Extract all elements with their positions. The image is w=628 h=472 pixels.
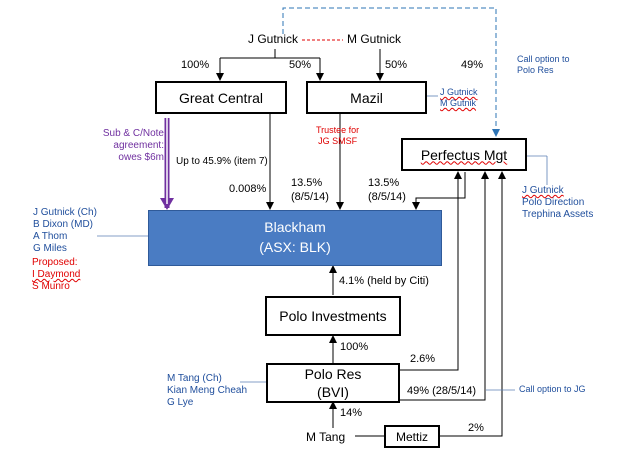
- box-mettiz: Mettiz: [384, 425, 440, 448]
- arrow-polo-res-perfectus-49: [400, 171, 489, 401]
- pct-great-central-direct: 0.008%: [229, 183, 267, 195]
- pct-perfectus-49: 49%: [461, 59, 484, 71]
- person-m-gutnick: M Gutnick: [347, 32, 402, 46]
- blackham-ticker: (ASX: BLK): [259, 239, 331, 255]
- date-perfectus-blackham: (8/5/14): [368, 191, 406, 203]
- pct-polo-res-polo-inv: 100%: [340, 341, 369, 353]
- pct-mazil-blackham: 13.5%: [291, 177, 323, 189]
- arrow-mettiz-perfectus: [440, 171, 506, 437]
- note-trustee: Trustee for JG SMSF: [316, 125, 360, 146]
- label-great-central-up-to: Up to 45.9% (item 7): [176, 156, 268, 167]
- box-perfectus-mgt: Perfectus Mgt: [401, 138, 527, 171]
- note-mazil-directors: J Gutnick M Gutnik: [440, 87, 478, 108]
- pct-polo-res-49: 49% (28/5/14): [407, 385, 477, 397]
- arrow-polo-res-perfectus-2-6: [400, 171, 462, 371]
- pct-jg-great-central: 100%: [181, 59, 210, 71]
- note-perfectus-directors: J Gutnick Polo Direction Trephina Assets: [522, 185, 594, 220]
- blackham-title: Blackham: [264, 219, 326, 236]
- polo-res-jurisdiction: (BVI): [317, 384, 349, 400]
- pct-perfectus-blackham: 13.5%: [368, 177, 400, 189]
- pct-mettiz: 2%: [468, 422, 484, 434]
- box-polo-res: Polo Res (BVI): [266, 363, 400, 403]
- note-sub-c-note: Sub & C/Note agreement: owes $6m: [102, 128, 164, 163]
- note-call-option-jg: Call option to JG: [519, 384, 586, 394]
- pct-mg-mazil: 50%: [385, 59, 408, 71]
- date-mazil-blackham: (8/5/14): [291, 191, 329, 203]
- polo-res-title: Polo Res: [304, 365, 362, 382]
- pct-polo-inv-blackham: 4.1% (held by Citi): [339, 275, 429, 287]
- arrow-perfectus-blackham: [412, 172, 466, 210]
- box-blackham: Blackham (ASX: BLK): [148, 210, 442, 266]
- pct-jg-mazil: 50%: [289, 59, 312, 71]
- box-great-central: Great Central: [155, 81, 287, 114]
- pct-polo-res-perfectus: 2.6%: [410, 353, 436, 365]
- box-mazil: Mazil: [306, 81, 427, 114]
- pct-mtang-polo-res: 14%: [340, 407, 363, 419]
- note-call-option-polo: Call option to Polo Res: [517, 54, 570, 75]
- note-blackham-directors: J Gutnick (Ch) B Dixon (MD) A Thom G Mil…: [33, 207, 97, 254]
- box-polo-investments: Polo Investments: [265, 296, 401, 336]
- note-polo-res-directors: M Tang (Ch) Kian Meng Cheah G Lye: [167, 373, 248, 408]
- call-option-dashed-line: [282, 7, 500, 137]
- person-j-gutnick: J Gutnick: [248, 32, 299, 46]
- person-m-tang: M Tang: [306, 430, 346, 444]
- note-proposed-directors: Proposed: I Daymond S Munro: [32, 257, 81, 292]
